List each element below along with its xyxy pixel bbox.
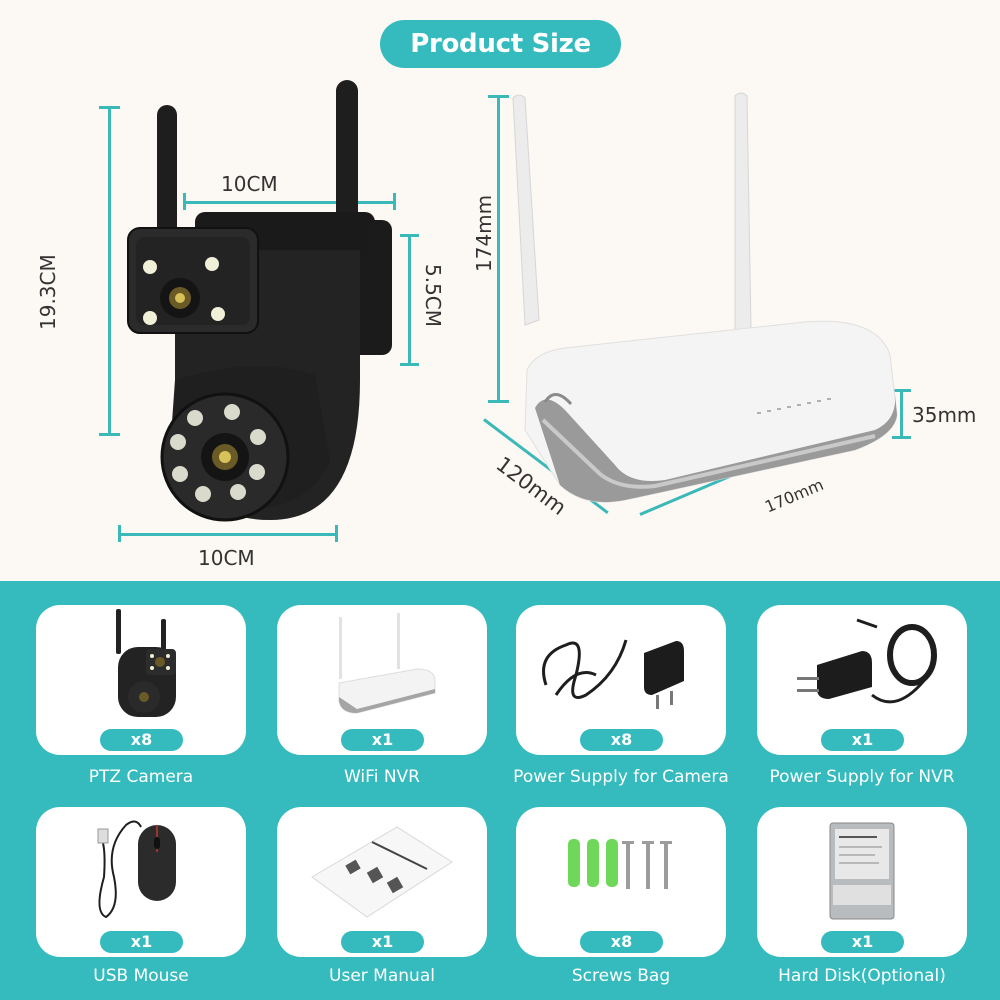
quantity-badge: x1 bbox=[341, 729, 424, 751]
dimension-cap bbox=[393, 193, 396, 210]
nvr-body-height-line bbox=[900, 390, 903, 438]
camera-top-width-line bbox=[184, 201, 395, 204]
user-manual-icon bbox=[311, 826, 453, 918]
item-label: WiFi NVR bbox=[344, 767, 420, 787]
dimension-cap bbox=[118, 525, 121, 542]
dimension-cap bbox=[99, 433, 120, 436]
item-label: Power Supply for Camera bbox=[513, 767, 729, 787]
quantity-badge: x8 bbox=[100, 729, 183, 751]
page-title: Product Size bbox=[380, 20, 621, 68]
camera-bottom-width-label: 10CM bbox=[198, 546, 255, 570]
wifi-nvr-image bbox=[512, 92, 898, 503]
package-item-card: x1 bbox=[277, 807, 487, 957]
nvr-height-line bbox=[497, 96, 500, 402]
dimension-cap bbox=[892, 436, 911, 439]
quantity-badge: x1 bbox=[100, 931, 183, 953]
quantity-badge: x1 bbox=[341, 931, 424, 953]
package-item-card: x1 bbox=[36, 807, 246, 957]
hard-disk-icon bbox=[829, 822, 895, 920]
quantity-badge: x8 bbox=[580, 729, 663, 751]
camera-head-height-line bbox=[408, 236, 411, 364]
nvr-power-supply-icon bbox=[797, 618, 937, 704]
camera-head-height-label: 5.5CM bbox=[421, 264, 445, 328]
item-label: Power Supply for NVR bbox=[769, 767, 955, 787]
item-label: Screws Bag bbox=[571, 966, 671, 986]
camera-top-width-label: 10CM bbox=[221, 172, 278, 196]
package-item-card: x1 bbox=[757, 807, 967, 957]
quantity-badge: x8 bbox=[580, 931, 663, 953]
quantity-badge: x1 bbox=[821, 931, 904, 953]
dimension-cap bbox=[183, 193, 186, 210]
package-item-card: x8 bbox=[36, 605, 246, 755]
package-item-card: x1 bbox=[757, 605, 967, 755]
ptz-camera-image bbox=[127, 80, 392, 522]
camera-height-label: 19.3CM bbox=[36, 254, 60, 330]
camera-power-supply-icon bbox=[542, 639, 684, 709]
wifi-nvr-icon bbox=[338, 613, 436, 714]
package-item-card: x8 bbox=[516, 807, 726, 957]
dimension-cap bbox=[99, 106, 120, 109]
item-label: Hard Disk(Optional) bbox=[778, 966, 946, 986]
item-label: USB Mouse bbox=[93, 966, 189, 986]
camera-bottom-width-line bbox=[119, 533, 337, 536]
ptz-camera-icon bbox=[116, 609, 176, 717]
item-label: User Manual bbox=[329, 966, 435, 986]
camera-height-line bbox=[108, 107, 111, 435]
item-label: PTZ Camera bbox=[88, 767, 194, 787]
screws-bag-icon bbox=[568, 839, 672, 889]
package-item-card: x1 bbox=[277, 605, 487, 755]
dimension-cap bbox=[400, 234, 419, 237]
quantity-badge: x1 bbox=[821, 729, 904, 751]
nvr-height-label: 174mm bbox=[472, 194, 496, 272]
dimension-cap bbox=[488, 95, 509, 98]
nvr-body-height-label: 35mm bbox=[912, 403, 977, 427]
dimension-cap bbox=[400, 363, 419, 366]
dimension-cap bbox=[335, 525, 338, 542]
package-item-card: x8 bbox=[516, 605, 726, 755]
dimension-cap bbox=[892, 389, 911, 392]
usb-mouse-icon bbox=[97, 820, 176, 919]
dimension-cap bbox=[488, 400, 509, 403]
